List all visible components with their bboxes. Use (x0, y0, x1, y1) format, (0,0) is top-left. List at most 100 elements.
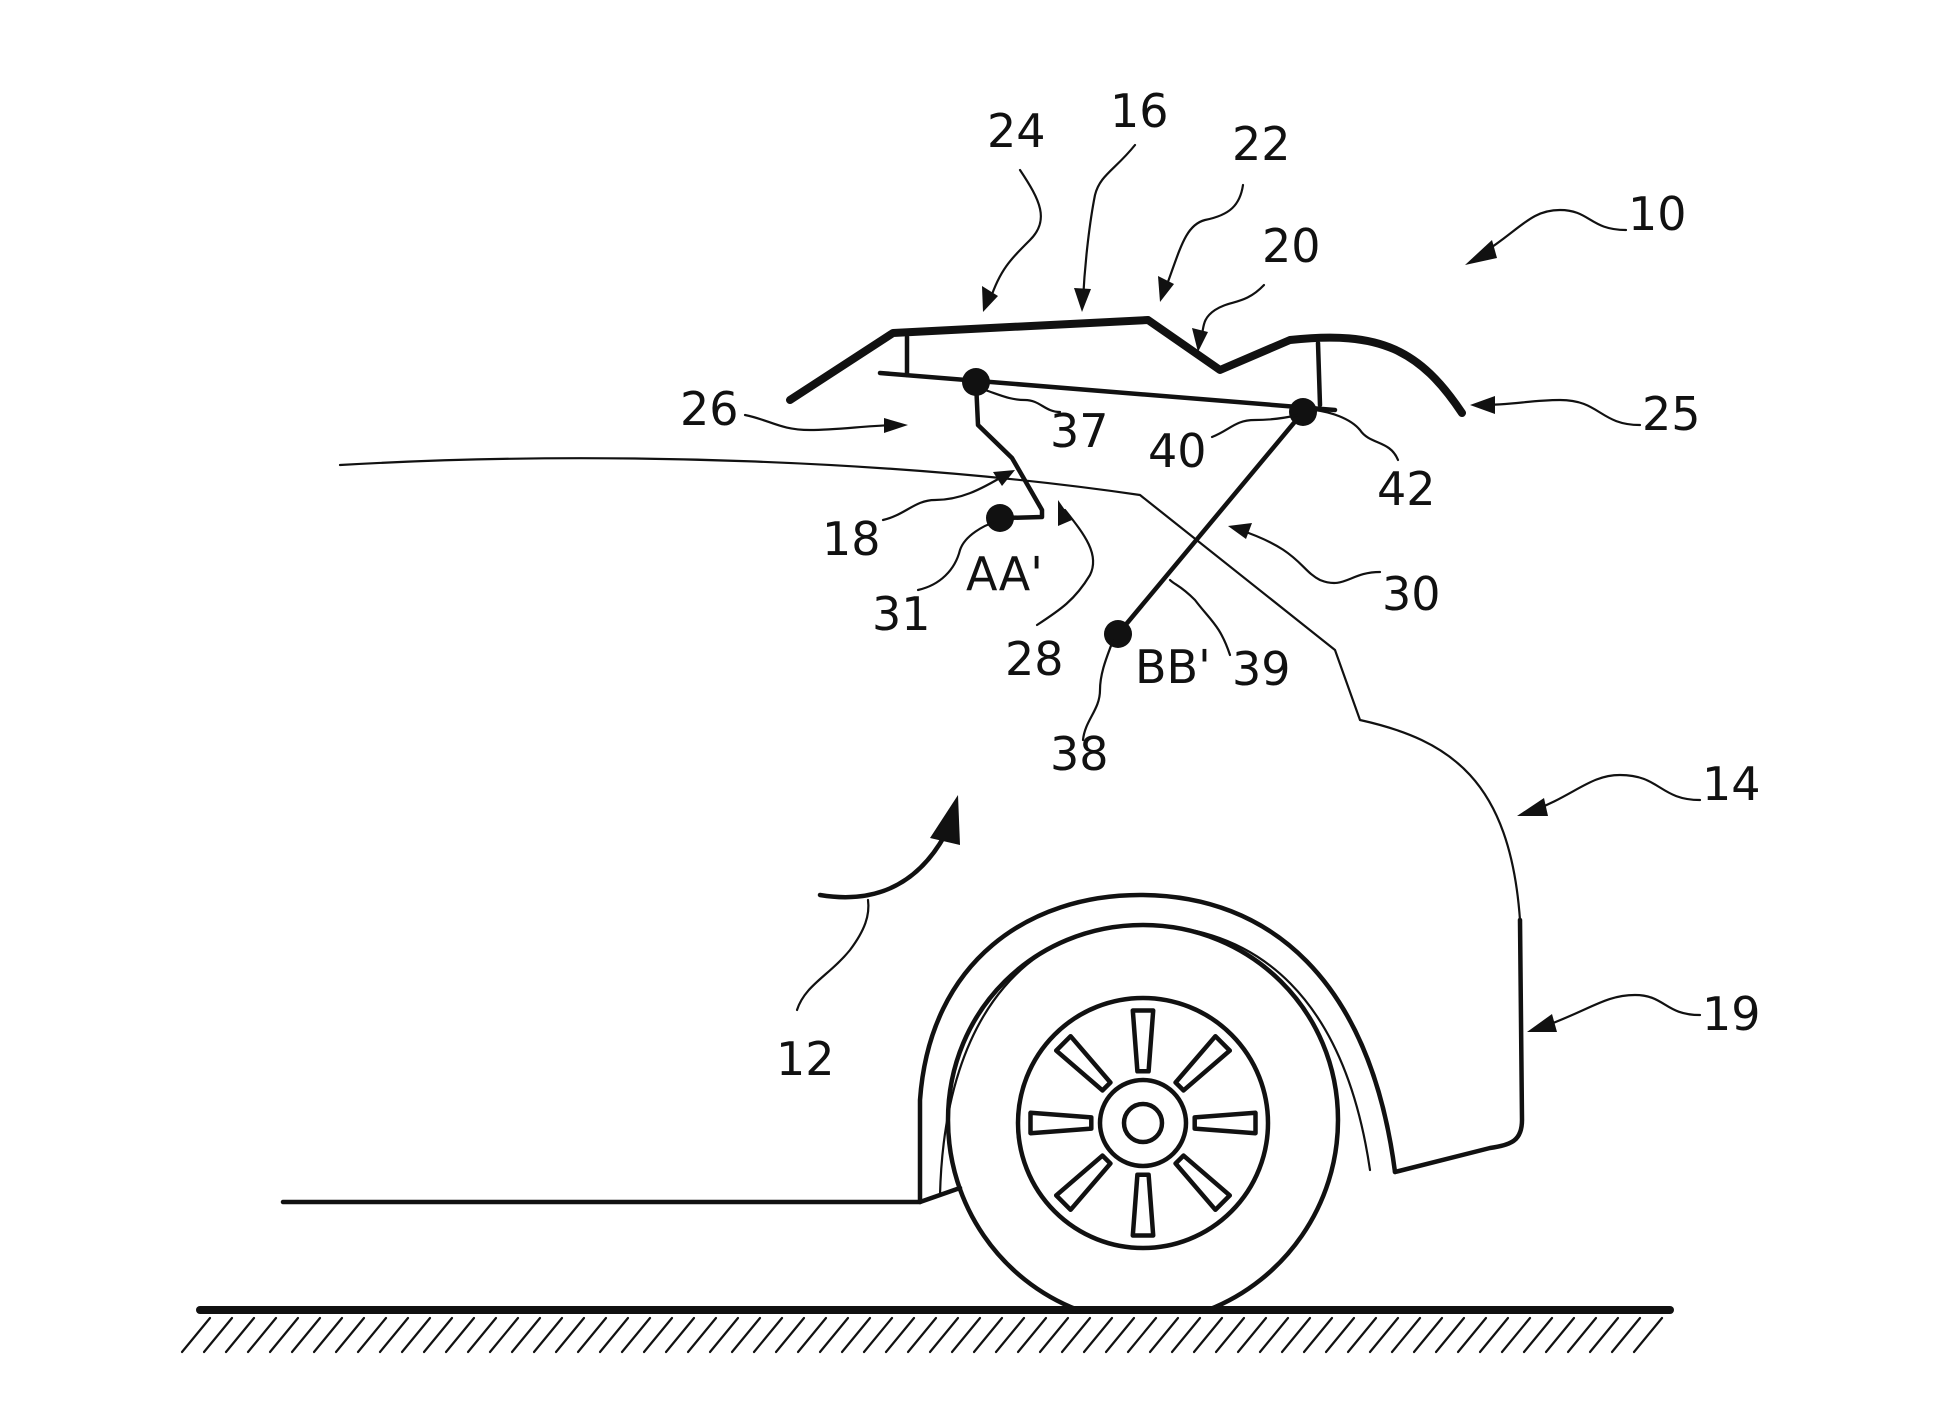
ground-hatch-line (798, 1318, 826, 1352)
ground-hatch-line (534, 1318, 562, 1352)
ground-hatch-line (1370, 1318, 1398, 1352)
ground-hatch-line (864, 1318, 892, 1352)
ground-hatch-line (1216, 1318, 1244, 1352)
label-30: 30 (1382, 567, 1441, 621)
ground-hatch-line (1194, 1318, 1222, 1352)
ground-hatch-line (380, 1318, 408, 1352)
wheel-spoke (1056, 1036, 1110, 1090)
label-19: 19 (1702, 987, 1761, 1041)
ground-hatch-line (776, 1318, 804, 1352)
axis-label-aa: AA' (966, 547, 1043, 601)
label-25: 25 (1642, 387, 1701, 441)
label-24: 24 (987, 104, 1046, 158)
ground-hatch-line (1634, 1318, 1662, 1352)
ground-hatch-line (1040, 1318, 1068, 1352)
ground-hatch-line (1502, 1318, 1530, 1352)
label-28: 28 (1005, 632, 1064, 686)
ground-hatch-line (754, 1318, 782, 1352)
ground-hatch-line (1282, 1318, 1310, 1352)
ground-hatch-line (468, 1318, 496, 1352)
ground-hatch-line (952, 1318, 980, 1352)
ground-hatch-line (336, 1318, 364, 1352)
ground-hatch-line (820, 1318, 848, 1352)
ground-hatch-line (270, 1318, 298, 1352)
ground-hatch-line (622, 1318, 650, 1352)
ground-hatch-line (1018, 1318, 1046, 1352)
ground-hatch-line (1260, 1318, 1288, 1352)
wheel-spoke (1031, 1113, 1092, 1133)
ground-hatch-line (930, 1318, 958, 1352)
ground-hatch-line (292, 1318, 320, 1352)
ground-hatch-line (886, 1318, 914, 1352)
ground-hatch-line (1524, 1318, 1552, 1352)
ground-hatch-line (314, 1318, 342, 1352)
ground-hatch-line (512, 1318, 540, 1352)
ground-hatch-line (996, 1318, 1024, 1352)
ground-hatch-line (578, 1318, 606, 1352)
label-10: 10 (1628, 187, 1687, 241)
ground-hatch-line (974, 1318, 1002, 1352)
ground-hatch-line (1414, 1318, 1442, 1352)
label-12: 12 (776, 1032, 835, 1086)
ground-hatch-line (248, 1318, 276, 1352)
wheel-spoke (1056, 1156, 1110, 1210)
label-22: 22 (1232, 117, 1291, 171)
wheel-spoke (1133, 1011, 1153, 1072)
ground-hatch-line (182, 1318, 210, 1352)
label-42: 42 (1377, 462, 1436, 516)
ground-hatch-line (1150, 1318, 1178, 1352)
airflow-arrow (820, 795, 960, 897)
ground-hatch-line (1348, 1318, 1376, 1352)
wheel-spoke (1176, 1156, 1230, 1210)
ground-hatch-line (556, 1318, 584, 1352)
ground-hatch-line (490, 1318, 518, 1352)
ground-hatch-line (732, 1318, 760, 1352)
ground-hatch-line (666, 1318, 694, 1352)
ground-hatch-line (424, 1318, 452, 1352)
ground-hatch-line (1304, 1318, 1332, 1352)
ground-hatch-line (446, 1318, 474, 1352)
ground-hatch-line (1436, 1318, 1464, 1352)
ground-hatch-line (1238, 1318, 1266, 1352)
ground-hatch-line (1480, 1318, 1508, 1352)
axis-label-bb: BB' (1135, 640, 1211, 694)
label-26: 26 (680, 382, 739, 436)
ground-hatch-line (1458, 1318, 1486, 1352)
ground-hatch-line (1172, 1318, 1200, 1352)
ground-hatch-line (644, 1318, 672, 1352)
label-38: 38 (1050, 727, 1109, 781)
label-16: 16 (1110, 84, 1169, 138)
ground-hatch-line (204, 1318, 232, 1352)
label-31: 31 (872, 587, 931, 641)
ground-hatch-line (226, 1318, 254, 1352)
ground-hatch-line (710, 1318, 738, 1352)
ground-hatch-line (1546, 1318, 1574, 1352)
wheel-spoke (1195, 1113, 1256, 1133)
wheel (948, 925, 1338, 1310)
ground-hatch-line (908, 1318, 936, 1352)
ground-hatch-line (1590, 1318, 1618, 1352)
label-39: 39 (1232, 642, 1291, 696)
ground-hatch-line (1106, 1318, 1134, 1352)
ground-hatch-line (1612, 1318, 1640, 1352)
ground-hatch-line (1568, 1318, 1596, 1352)
ground (182, 1310, 1670, 1352)
ground-hatch-line (1392, 1318, 1420, 1352)
leader-arrowheads (884, 240, 1557, 1032)
label-40: 40 (1148, 424, 1207, 478)
ground-hatch-line (358, 1318, 386, 1352)
label-18: 18 (822, 512, 881, 566)
ground-hatch-line (1128, 1318, 1156, 1352)
wheel-spoke (1176, 1036, 1230, 1090)
ground-hatch-line (600, 1318, 628, 1352)
wheel-spoke (1133, 1175, 1153, 1236)
reference-labels: 10 12 14 16 18 19 20 22 24 25 26 28 30 3… (680, 84, 1761, 1086)
ground-hatch-line (688, 1318, 716, 1352)
ground-hatch-line (402, 1318, 430, 1352)
label-20: 20 (1262, 219, 1321, 273)
ground-hatch-line (1084, 1318, 1112, 1352)
label-37: 37 (1050, 404, 1109, 458)
ground-hatch-line (1326, 1318, 1354, 1352)
ground-hatch-line (842, 1318, 870, 1352)
